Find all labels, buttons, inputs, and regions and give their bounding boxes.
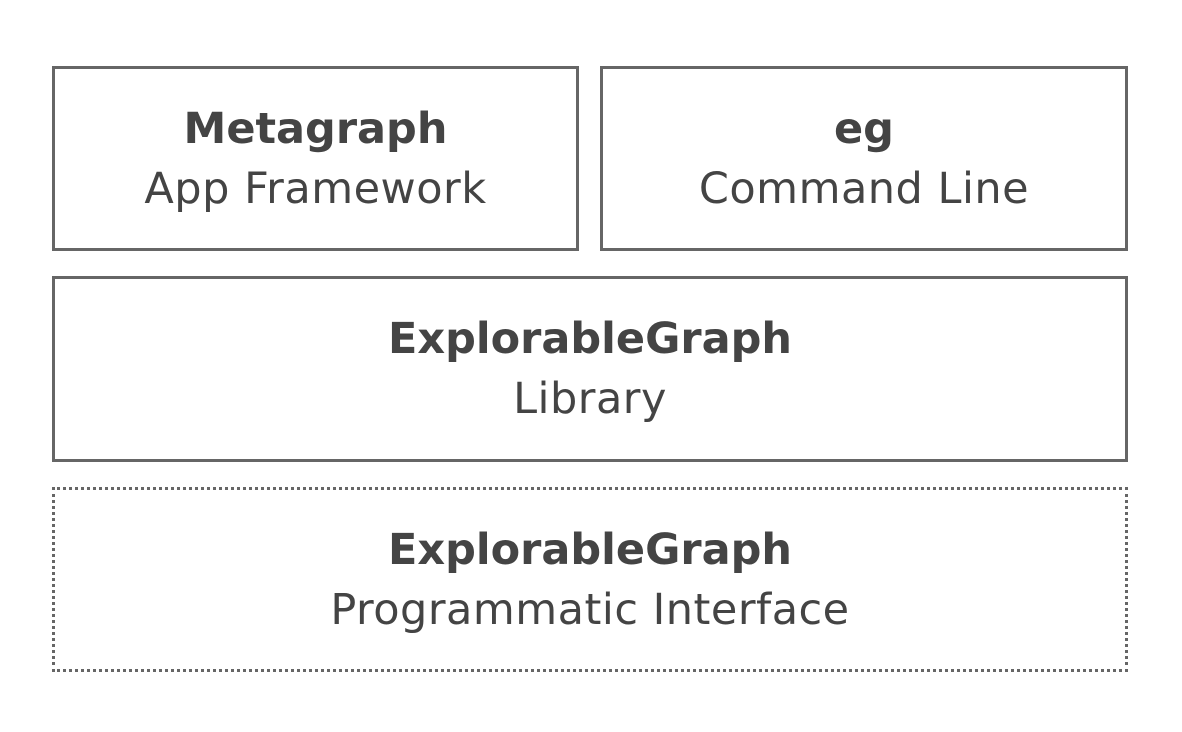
eg-title: eg bbox=[834, 103, 894, 154]
metagraph-subtitle: App Framework bbox=[144, 163, 487, 214]
eg-box: eg Command Line bbox=[600, 66, 1128, 251]
programmatic-interface-box: ExplorableGraph Programmatic Interface bbox=[52, 487, 1128, 672]
interface-title: ExplorableGraph bbox=[388, 524, 792, 575]
library-subtitle: Library bbox=[513, 374, 667, 424]
library-box: ExplorableGraph Library bbox=[52, 276, 1128, 462]
library-title: ExplorableGraph bbox=[388, 314, 792, 364]
eg-subtitle: Command Line bbox=[698, 163, 1030, 214]
interface-subtitle: Programmatic Interface bbox=[330, 584, 850, 635]
metagraph-box: Metagraph App Framework bbox=[52, 66, 579, 251]
metagraph-title: Metagraph bbox=[183, 103, 448, 154]
